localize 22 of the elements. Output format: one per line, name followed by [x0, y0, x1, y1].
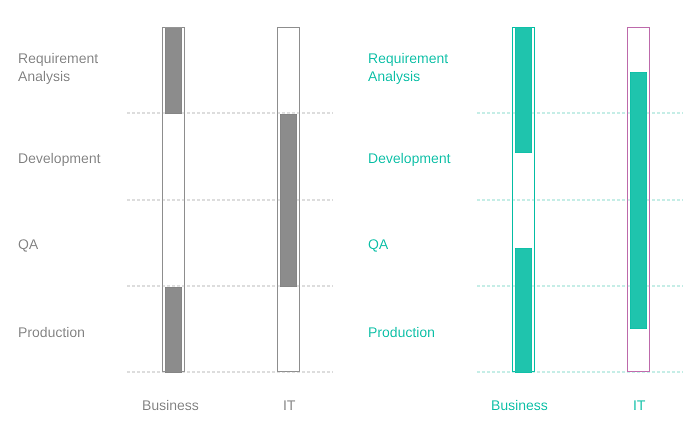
phase-label: QA: [368, 235, 388, 253]
phase-label: Requirement Analysis: [368, 49, 450, 85]
phase-label: QA: [18, 235, 38, 253]
activity-bar: [165, 28, 182, 114]
activity-bar: [165, 287, 182, 373]
activity-bar: [630, 72, 647, 329]
lane-column: [512, 27, 535, 372]
column-label: Business: [491, 396, 548, 414]
lane-column: [277, 27, 300, 372]
phase-label: Production: [368, 323, 435, 341]
phase-label: Requirement Analysis: [18, 49, 100, 85]
activity-bar: [280, 114, 297, 287]
activity-bar: [515, 28, 532, 153]
phase-label: Production: [18, 323, 85, 341]
phase-label: Development: [18, 149, 100, 167]
column-label: IT: [283, 396, 296, 414]
column-label: IT: [633, 396, 646, 414]
phase-label: Development: [368, 149, 450, 167]
lane-column: [162, 27, 185, 372]
lane-column: [627, 27, 650, 372]
activity-bar: [515, 248, 532, 373]
column-label: Business: [142, 396, 199, 414]
